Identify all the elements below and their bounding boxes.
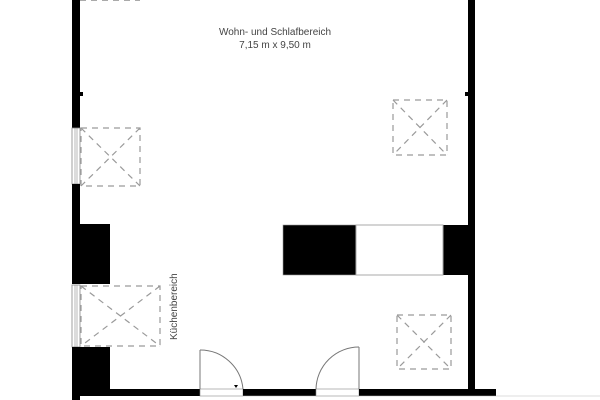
opening-center [355, 224, 444, 276]
marker-left [80, 92, 83, 96]
wall-bottom-4 [474, 389, 496, 396]
door-opening-2 [315, 388, 360, 397]
wall-bottom-1 [80, 389, 200, 396]
door-icon [315, 346, 360, 390]
skylight-icon [80, 127, 141, 187]
wall-pier-left-1 [80, 224, 110, 284]
marker-right [465, 92, 468, 96]
room-name-kitchen: Küchenbereich [169, 273, 180, 340]
wall-pier-right [443, 225, 468, 275]
skylight-icon [80, 285, 161, 347]
wall-left-upper [72, 0, 80, 128]
skylight-icon [392, 99, 448, 156]
skylight-icon [396, 314, 452, 370]
door-icon [199, 349, 244, 390]
room-dimensions-living: 7,15 m x 9,50 m [239, 40, 311, 51]
wall-left-middle [72, 184, 80, 284]
window-left-lower [71, 284, 81, 348]
room-name-living: Wohn- und Schlafbereich [218, 27, 332, 38]
wall-right [468, 0, 475, 396]
wall-pier-left-2 [80, 347, 110, 392]
wall-bottom-3 [359, 389, 474, 396]
door-opening-1 [199, 388, 244, 397]
wall-bottom-2 [243, 389, 316, 396]
wall-left-lower [72, 347, 80, 400]
wall-block-center [282, 224, 357, 276]
window-left-upper [71, 127, 81, 185]
